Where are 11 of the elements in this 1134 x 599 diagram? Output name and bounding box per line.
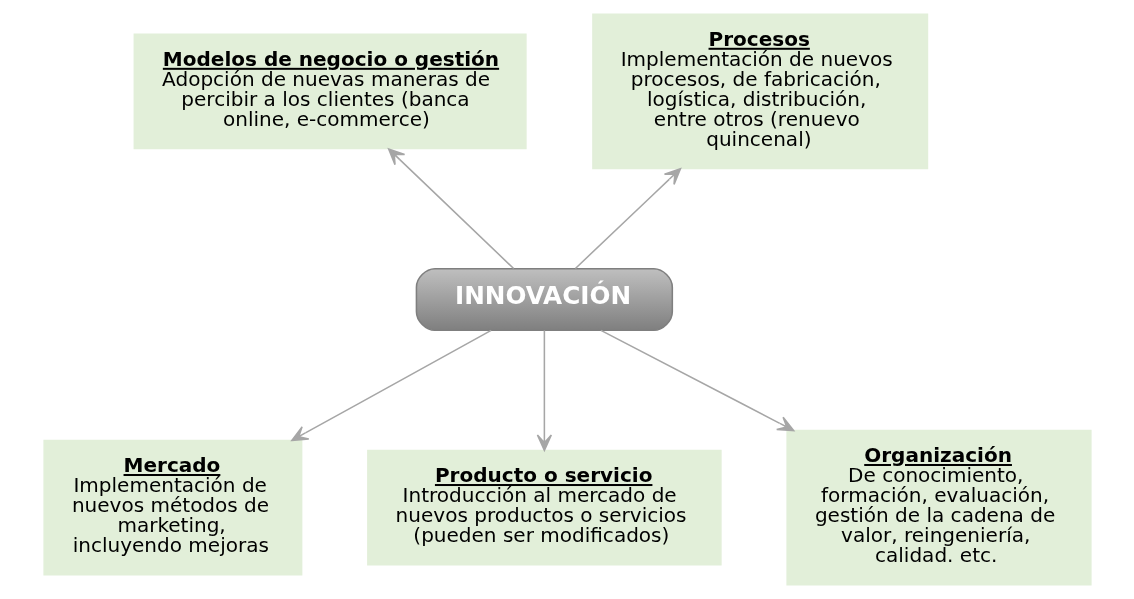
arrow [387,148,514,270]
node-box: Producto o servicio Introducción al mercado de nuevos productos o servicios (pueden ser modificados) [366,449,722,566]
node-box: INNOVACIÓN [415,267,673,332]
arrow [599,329,794,432]
arrow [536,329,552,452]
node-box: Procesos Implementación de nuevos procesos, de fabricación, logística, distribución, entre otros (renuevo quincenal) [591,13,928,170]
node-box: Modelos de negocio o gestión Adopción de nuevas maneras de percibir a los clientes (banca online, e-commerce) [133,33,527,150]
node-box: Mercado Implementación de nuevos métodos de marketing, incluyendo mejoras [42,439,302,576]
arrow [290,329,492,442]
node-box: Organización De conocimiento, formación, evaluación, gestión de la cadena de valor, reingeniería, calidad. etc. [785,429,1092,586]
arrow [574,167,681,270]
